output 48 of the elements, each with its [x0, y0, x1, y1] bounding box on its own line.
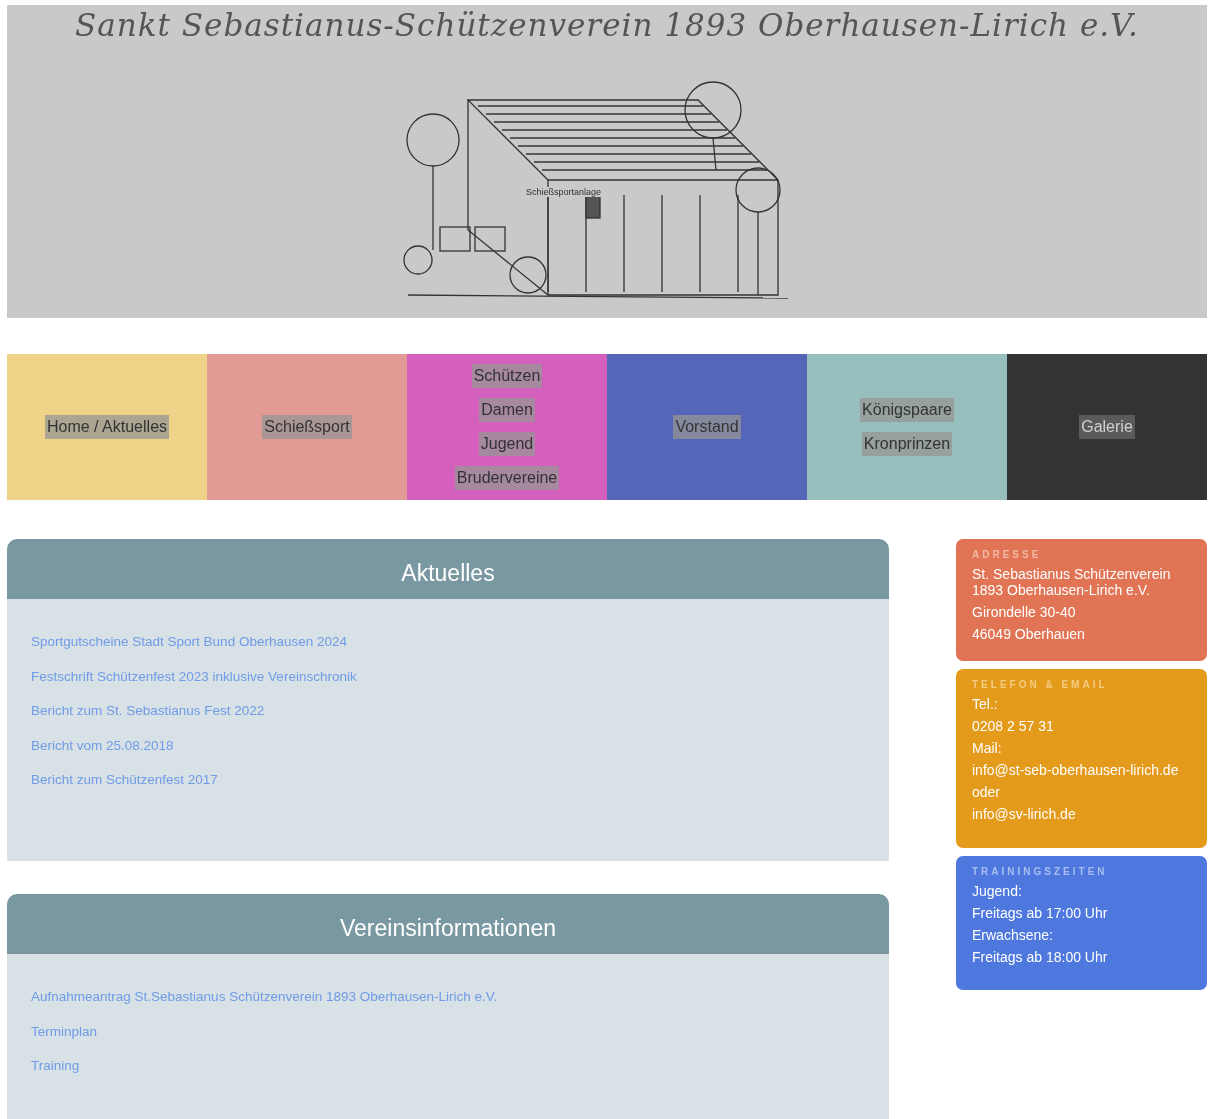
- nav-link: Jugend: [478, 432, 536, 456]
- sign-text: Schießsportanlage: [526, 187, 602, 197]
- link: Bericht zum St. Sebastianus Fest 2022: [31, 703, 265, 718]
- link: Terminplan: [31, 1023, 98, 1039]
- info-text: Freitags ab 17:00 Uhr: [972, 905, 1109, 921]
- nav-tile: [1007, 354, 1207, 500]
- nav-link: Galerie: [1079, 415, 1135, 439]
- nav-tile: [407, 354, 607, 500]
- info-text: Mail:: [972, 740, 1003, 756]
- info-card: [956, 539, 1207, 661]
- card-heading: TRAININGSZEITEN: [972, 866, 1109, 877]
- nav-link: Brudervereine: [454, 466, 560, 490]
- card-heading: TELEFON & EMAIL: [972, 679, 1109, 690]
- info-text: info@sv-lirich.de: [972, 806, 1077, 822]
- link: Bericht vom 25.08.2018: [31, 737, 174, 753]
- card-heading: ADRESSE: [972, 549, 1043, 560]
- nav-link: Home / Aktuelles: [44, 415, 170, 439]
- nav-link: Schießsport: [262, 415, 352, 439]
- info-text: oder: [972, 784, 1002, 800]
- link: Sportgutscheine Stadt Sport Bund Oberhausen 2024: [31, 634, 347, 649]
- link: Bericht zum Schützenfest 2017: [31, 772, 218, 787]
- header-banner: [7, 5, 1207, 318]
- info-text: St. Sebastianus Schützenverein 1893 Oberhausen-Lirich e.V.: [972, 566, 1172, 598]
- info-text: Tel.:: [972, 696, 999, 712]
- info-text: Girondelle 30-40: [972, 604, 1077, 620]
- nav-tile: [807, 354, 1007, 500]
- nav-tile: [207, 354, 407, 500]
- info-text: Erwachsene:: [972, 927, 1054, 943]
- nav-link: Kronprinzen: [861, 432, 953, 456]
- link: Aufnahmeantrag St.Sebastianus Schützenverein 1893 Oberhausen-Lirich e.V.: [31, 989, 498, 1004]
- nav-link: Königspaare: [860, 398, 954, 422]
- info-text: 46049 Oberhauen: [972, 626, 1086, 642]
- link: Training: [31, 1058, 80, 1073]
- nav-link: Schützen: [471, 364, 543, 388]
- panel-header: Aktuelles: [7, 539, 889, 599]
- link: Festschrift Schützenfest 2023 inklusive Vereinschronik: [31, 668, 357, 684]
- nav-tile: [7, 354, 207, 500]
- panel-header: Vereinsinformationen: [7, 894, 889, 954]
- nav-link: Vorstand: [673, 415, 741, 439]
- nav-tile: [607, 354, 807, 500]
- info-text: 0208 2 57 31: [972, 718, 1055, 734]
- site-title: Sankt Sebastianus-Schützenverein 1893 Oberhausen-Lirich e.V.: [74, 7, 1140, 43]
- info-text: info@st-seb-oberhausen-lirich.de: [972, 762, 1180, 778]
- info-text: Freitags ab 18:00 Uhr: [972, 949, 1109, 965]
- nav-link: Damen: [479, 398, 535, 422]
- info-card: [956, 669, 1207, 848]
- info-card: [956, 856, 1207, 990]
- info-text: Jugend:: [972, 883, 1023, 899]
